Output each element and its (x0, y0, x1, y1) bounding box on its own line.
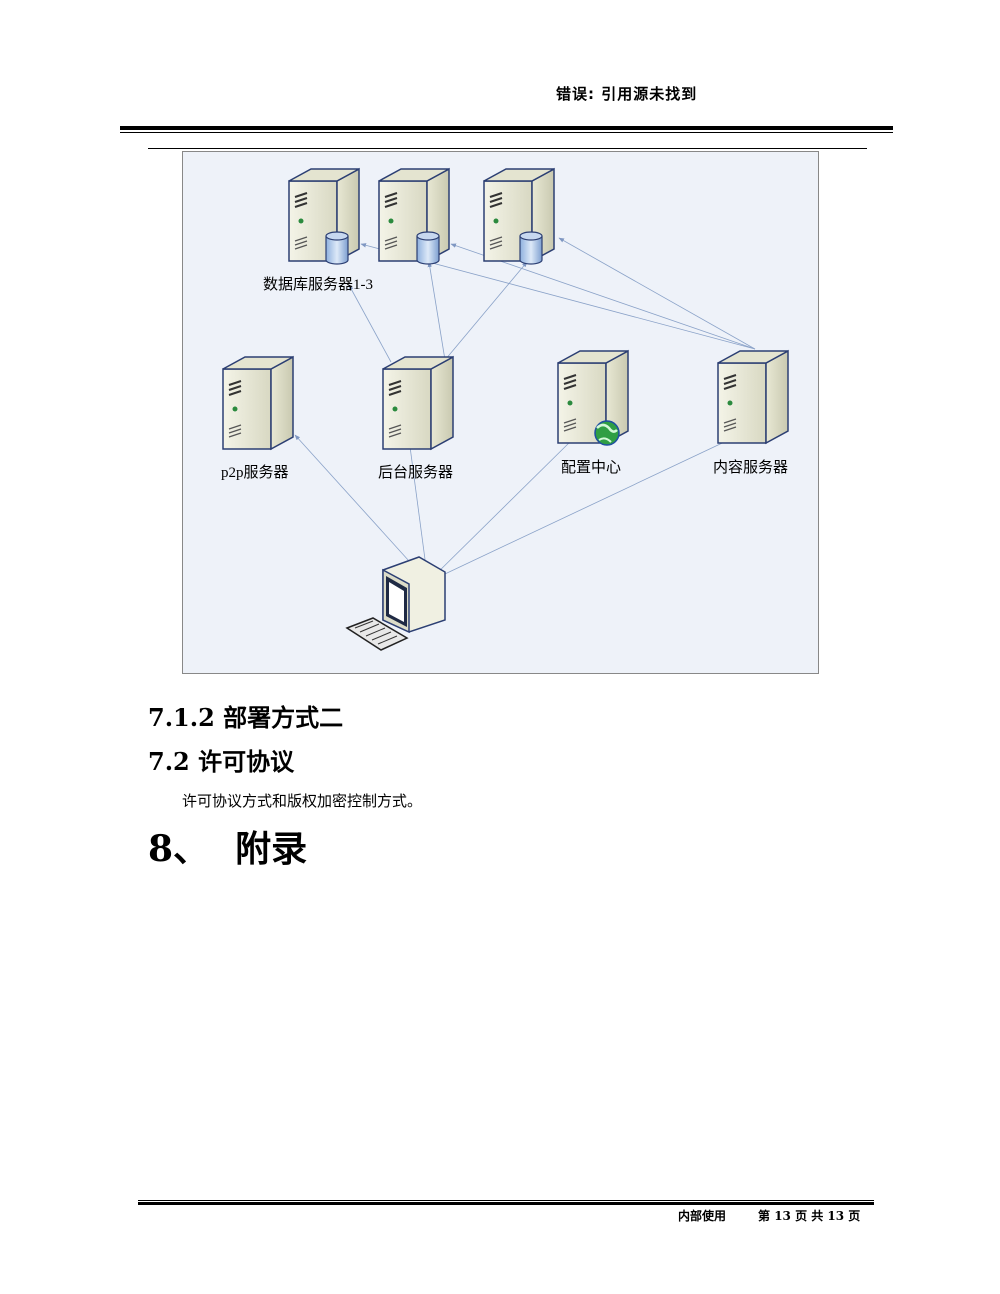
page-footer: 内部使用 第 13 页 共 13 页 (678, 1207, 860, 1224)
footer-rule-thin (138, 1200, 874, 1201)
db-servers-label: 数据库服务器1-3 (263, 277, 373, 293)
license-paragraph: 许可协议方式和版权加密控制方式。 (182, 792, 423, 810)
section-8-number: 8、 (148, 828, 210, 870)
backend-server-label: 后台服务器 (378, 465, 454, 481)
section-8-title: 附录 (235, 828, 308, 870)
p2p-server-label: p2p服务器 (221, 465, 289, 481)
db-server-1-icon (288, 168, 360, 265)
section-heading-8: 8、附录 (148, 820, 307, 872)
content-server-label: 内容服务器 (713, 460, 789, 476)
p2p-server-icon (222, 356, 294, 450)
config-center-icon (557, 350, 629, 446)
deployment-diagram: 数据库服务器1-3 p2p服务器 后台服务器 配置中心 内容服务器 (182, 151, 819, 674)
db-server-2-icon (378, 168, 450, 265)
section-heading-7-2: 7.2 许可协议 (148, 747, 295, 776)
config-center-label: 配置中心 (561, 460, 622, 476)
db-server-3-icon (483, 168, 555, 265)
backend-server-icon (382, 356, 454, 450)
footer-page-number: 第 13 页 共 13 页 (758, 1209, 861, 1223)
diagram-canvas (222, 168, 789, 651)
header-title: 错误: 引用源未找到 (556, 85, 698, 103)
header-rule-thick (120, 126, 893, 130)
footer-internal-label: 内部使用 (678, 1209, 727, 1223)
content-server-icon (717, 350, 789, 444)
footer-rule-thick (138, 1202, 874, 1205)
section-heading-7-1-2: 7.1.2 部署方式二 (148, 703, 344, 732)
connection-arrows (294, 237, 756, 583)
header-rule-thin (120, 132, 893, 133)
client-computer-icon (345, 556, 446, 651)
header-rule-under (148, 148, 867, 149)
